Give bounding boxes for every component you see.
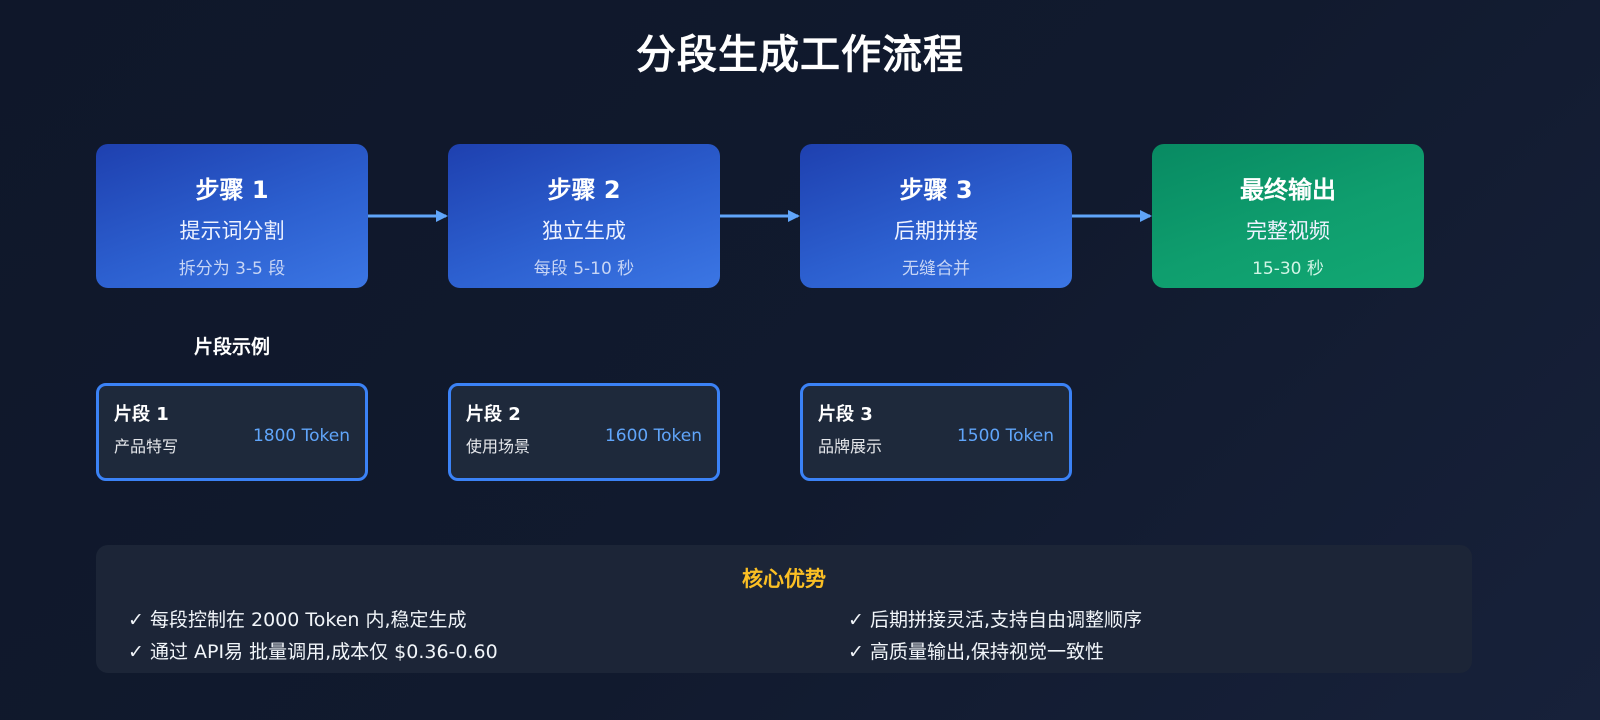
step-card-1: 步骤 1 提示词分割 拆分为 3-5 段	[96, 144, 368, 288]
step-title: 最终输出	[1240, 176, 1336, 204]
final-output-card: 最终输出 完整视频 15-30 秒	[1152, 144, 1424, 288]
step-subtitle: 后期拼接	[894, 219, 978, 243]
step-title: 步骤 1	[195, 176, 269, 204]
segment-title: 片段 3	[818, 404, 873, 425]
step-card-2: 步骤 2 独立生成 每段 5-10 秒	[448, 144, 720, 288]
step-subtitle: 提示词分割	[179, 219, 285, 243]
segment-desc: 产品特写	[114, 437, 179, 456]
page-title: 分段生成工作流程	[636, 32, 964, 78]
step-note: 拆分为 3-5 段	[178, 259, 286, 279]
segment-card-1: 片段 1 产品特写 1800 Token	[96, 383, 368, 481]
segment-title: 片段 2	[466, 404, 521, 425]
step-subtitle: 完整视频	[1246, 219, 1330, 243]
advantage-item: ✓ 高质量输出,保持视觉一致性	[848, 641, 1104, 663]
segment-desc: 品牌展示	[818, 437, 883, 456]
segment-title: 片段 1	[114, 404, 169, 425]
advantage-item: ✓ 每段控制在 2000 Token 内,稳定生成	[128, 609, 467, 631]
segment-tokens: 1600 Token	[604, 426, 702, 446]
segment-card-3: 片段 3 品牌展示 1500 Token	[800, 383, 1072, 481]
segment-desc: 使用场景	[466, 437, 531, 456]
segment-tokens: 1500 Token	[956, 426, 1054, 446]
step-note: 无缝合并	[902, 259, 970, 279]
advantage-item: ✓ 后期拼接灵活,支持自由调整顺序	[848, 609, 1142, 631]
segment-card-2: 片段 2 使用场景 1600 Token	[448, 383, 720, 481]
segment-tokens: 1800 Token	[252, 426, 350, 446]
step-note: 每段 5-10 秒	[533, 259, 635, 279]
advantage-item: ✓ 通过 API易 批量调用,成本仅 $0.36-0.60	[128, 641, 498, 663]
advantages-panel: 核心优势 ✓ 每段控制在 2000 Token 内,稳定生成 ✓ 通过 API易…	[96, 545, 1472, 673]
step-note: 15-30 秒	[1252, 259, 1324, 279]
step-card-3: 步骤 3 后期拼接 无缝合并	[800, 144, 1072, 288]
step-title: 步骤 3	[899, 176, 973, 204]
step-title: 步骤 2	[547, 176, 621, 204]
segments-heading: 片段示例	[193, 336, 270, 358]
advantages-title: 核心优势	[742, 567, 826, 591]
step-subtitle: 独立生成	[542, 219, 626, 243]
